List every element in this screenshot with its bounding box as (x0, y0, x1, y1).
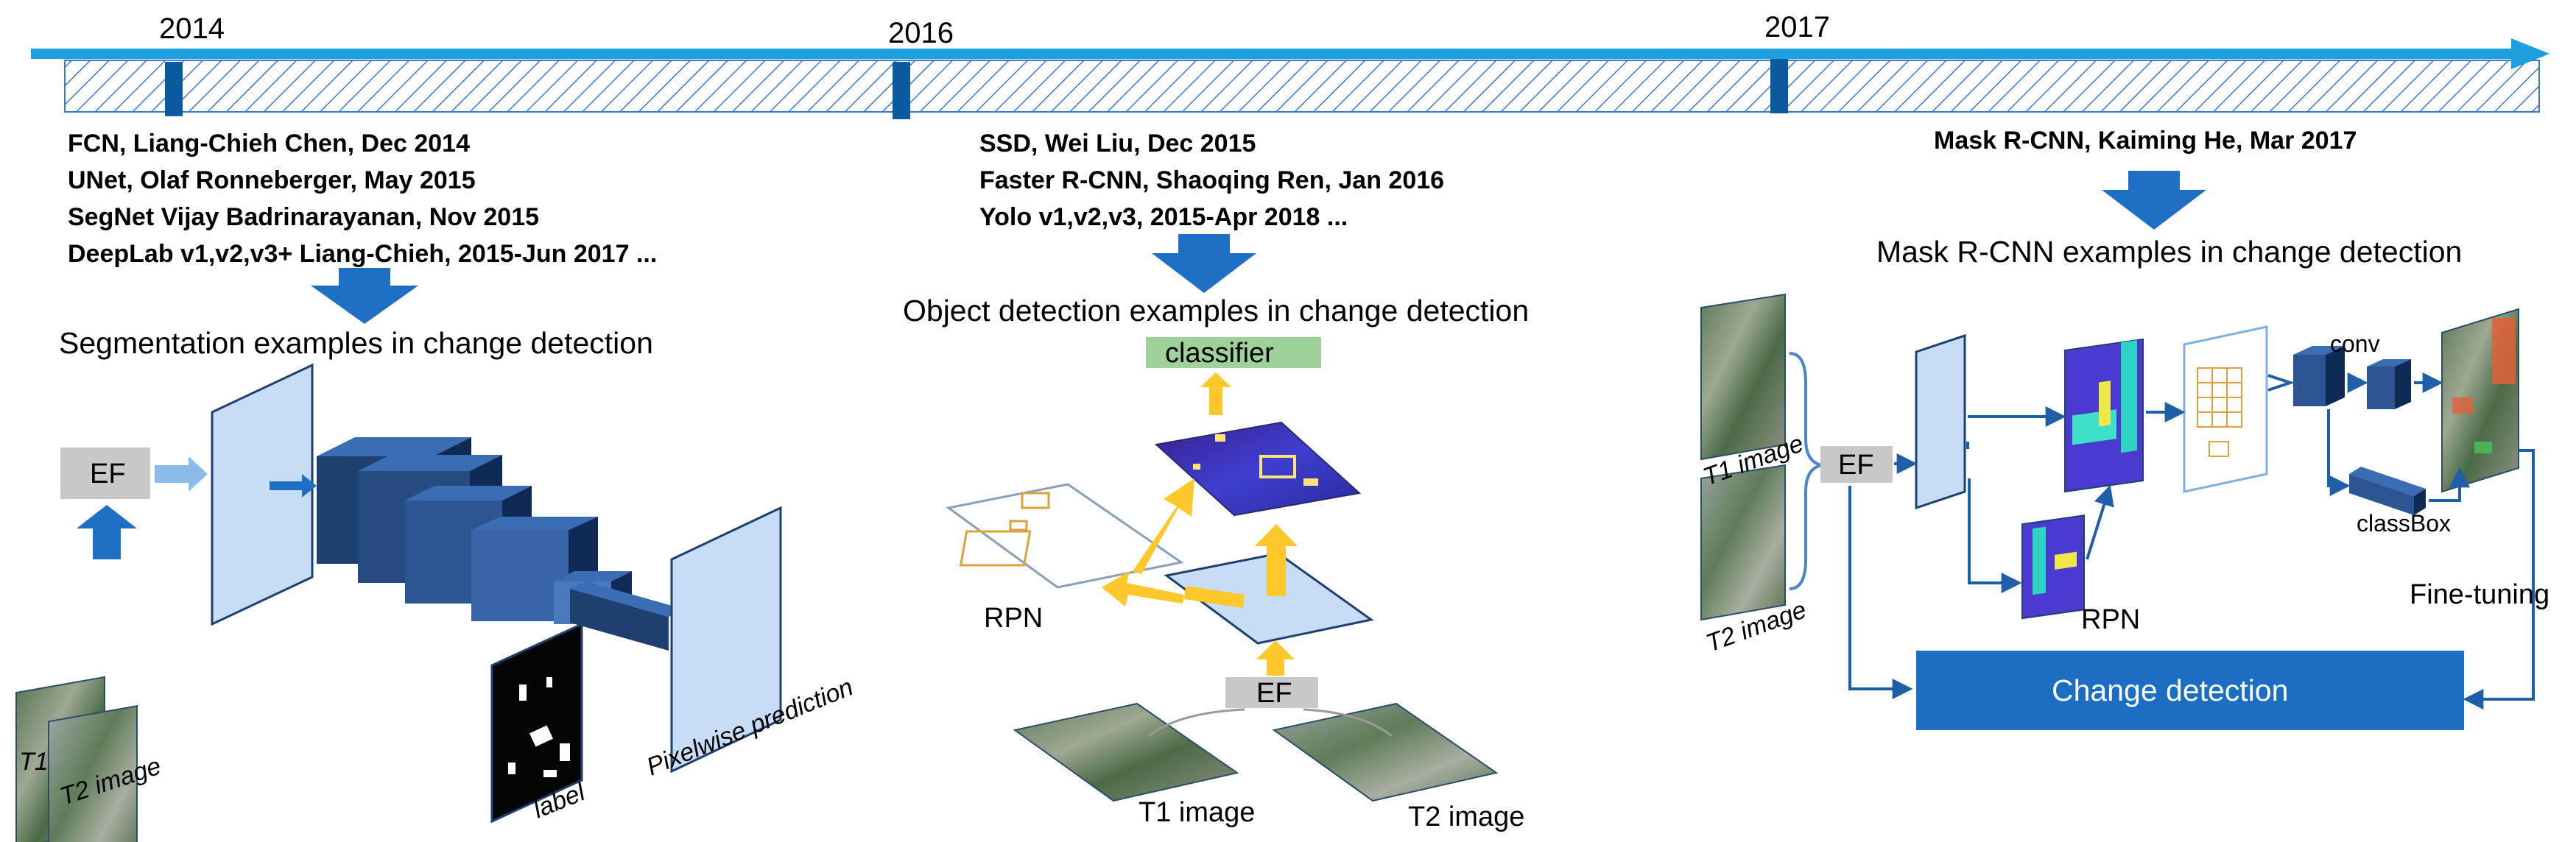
down-arrow-icon (2102, 171, 2206, 230)
rpn-label: RPN (984, 603, 1043, 634)
up-arrow-icon (1200, 372, 1231, 415)
det-ef-box (1225, 677, 1318, 708)
timeline-arrow-head (2511, 38, 2549, 69)
input-plane (211, 363, 314, 626)
classbox-block (2349, 467, 2426, 515)
det-ef-label: EF (1256, 678, 1292, 709)
paper-fcn: FCN, Liang-Chieh Chen, Dec 2014 (68, 130, 470, 158)
det-t1-image (1013, 702, 1239, 802)
paper-faster-rcnn: Faster R-CNN, Shaoqing Ren, Jan 2016 (979, 166, 1444, 194)
seg-ef-label: EF (90, 459, 126, 489)
right-arrow-icon (1102, 571, 1184, 606)
classifier-label: classifier (1165, 338, 1274, 369)
year-label-2016: 2016 (888, 17, 954, 49)
year-marker-2014 (165, 62, 183, 116)
year-marker-2017 (1770, 59, 1788, 113)
paper-mask-rcnn: Mask R-CNN, Kaiming He, Mar 2017 (1934, 127, 2357, 155)
finetuning-label: Fine-tuning (2410, 579, 2549, 610)
down-arrow-icon (1152, 234, 1256, 293)
classbox-label: classBox (2357, 510, 2451, 537)
change-detection-box (1916, 651, 2464, 730)
up-arrow-icon (1256, 640, 1295, 676)
year-marker-2016 (893, 62, 910, 119)
year-label-2017: 2017 (1764, 11, 1830, 43)
det-t1-label: T1 image (1139, 797, 1255, 828)
t2-image (48, 705, 138, 842)
segmentation-papers: FCN, Liang-Chieh Chen, Dec 2014 UNet, Ol… (68, 130, 657, 268)
seg-t1-label: T1 (19, 748, 49, 776)
paper-deeplab: DeepLab v1,v2,v3+ Liang-Chieh, 2015-Jun … (68, 240, 657, 268)
classifier-box (1146, 337, 1321, 368)
mask-ef-box (1820, 446, 1893, 483)
timeline-band (64, 60, 2540, 113)
detection-papers: SSD, Wei Liu, Dec 2015 Faster R-CNN, Sha… (979, 130, 1444, 231)
encoder-block-4 (471, 517, 598, 621)
decoder-neck (570, 589, 669, 651)
detection-heading: Object detection examples in change dete… (903, 294, 1529, 328)
mask-t2-image (1700, 464, 1786, 621)
mask-feature-plane (1915, 333, 1966, 510)
base-plane (1164, 552, 1374, 645)
rpn-plane (946, 483, 1184, 589)
mask-rpn-heatmap (2021, 514, 2085, 620)
seg-ef-box (60, 447, 150, 499)
paper-yolo: Yolo v1,v2,v3, 2015-Apr 2018 ... (979, 203, 1348, 231)
mask-papers: Mask R-CNN, Kaiming He, Mar 2017 (1934, 127, 2357, 155)
mask-heading: Mask R-CNN examples in change detection (1876, 235, 2462, 269)
det-t2-image (1272, 702, 1499, 802)
mask-t1-image (1700, 293, 1786, 461)
right-arrow-icon (155, 456, 208, 492)
up-arrow-icon (1133, 478, 1194, 574)
conv-block-2 (2367, 359, 2411, 409)
input-brace (1789, 352, 1823, 590)
feature-map-top (1154, 421, 1362, 517)
year-label-2014: 2014 (159, 13, 225, 45)
det-t2-label: T2 image (1408, 802, 1524, 832)
up-arrow-icon (1255, 524, 1298, 596)
segmentation-heading: Segmentation examples in change detectio… (59, 326, 653, 360)
down-arrow-icon (311, 268, 418, 324)
roi-grid-plane (2183, 325, 2268, 493)
paper-ssd: SSD, Wei Liu, Dec 2015 (979, 130, 1256, 158)
segmentation-diagram: T1 T2 image EF (15, 363, 857, 842)
paper-unet: UNet, Olaf Ronneberger, May 2015 (68, 166, 476, 194)
prediction-plane (670, 506, 782, 774)
mask-ef-label: EF (1838, 450, 1874, 481)
paper-segnet: SegNet Vijay Badrinarayanan, Nov 2015 (68, 203, 539, 231)
mask-diagram: T1 image T2 image EF RPN (1700, 293, 2549, 730)
detection-diagram: classifier RPN EF T1 image T2 image (946, 337, 1524, 832)
mask-rpn-label: RPN (2081, 604, 2140, 635)
change-detection-label: Change detection (2052, 673, 2288, 707)
conv-label: conv (2330, 330, 2380, 357)
timeline-line (31, 49, 2520, 59)
up-arrow-icon (77, 505, 137, 559)
right-arrow-icon (270, 474, 317, 498)
conv-block-1 (2293, 346, 2345, 406)
timeline: 2014 2016 2017 (31, 11, 2549, 119)
